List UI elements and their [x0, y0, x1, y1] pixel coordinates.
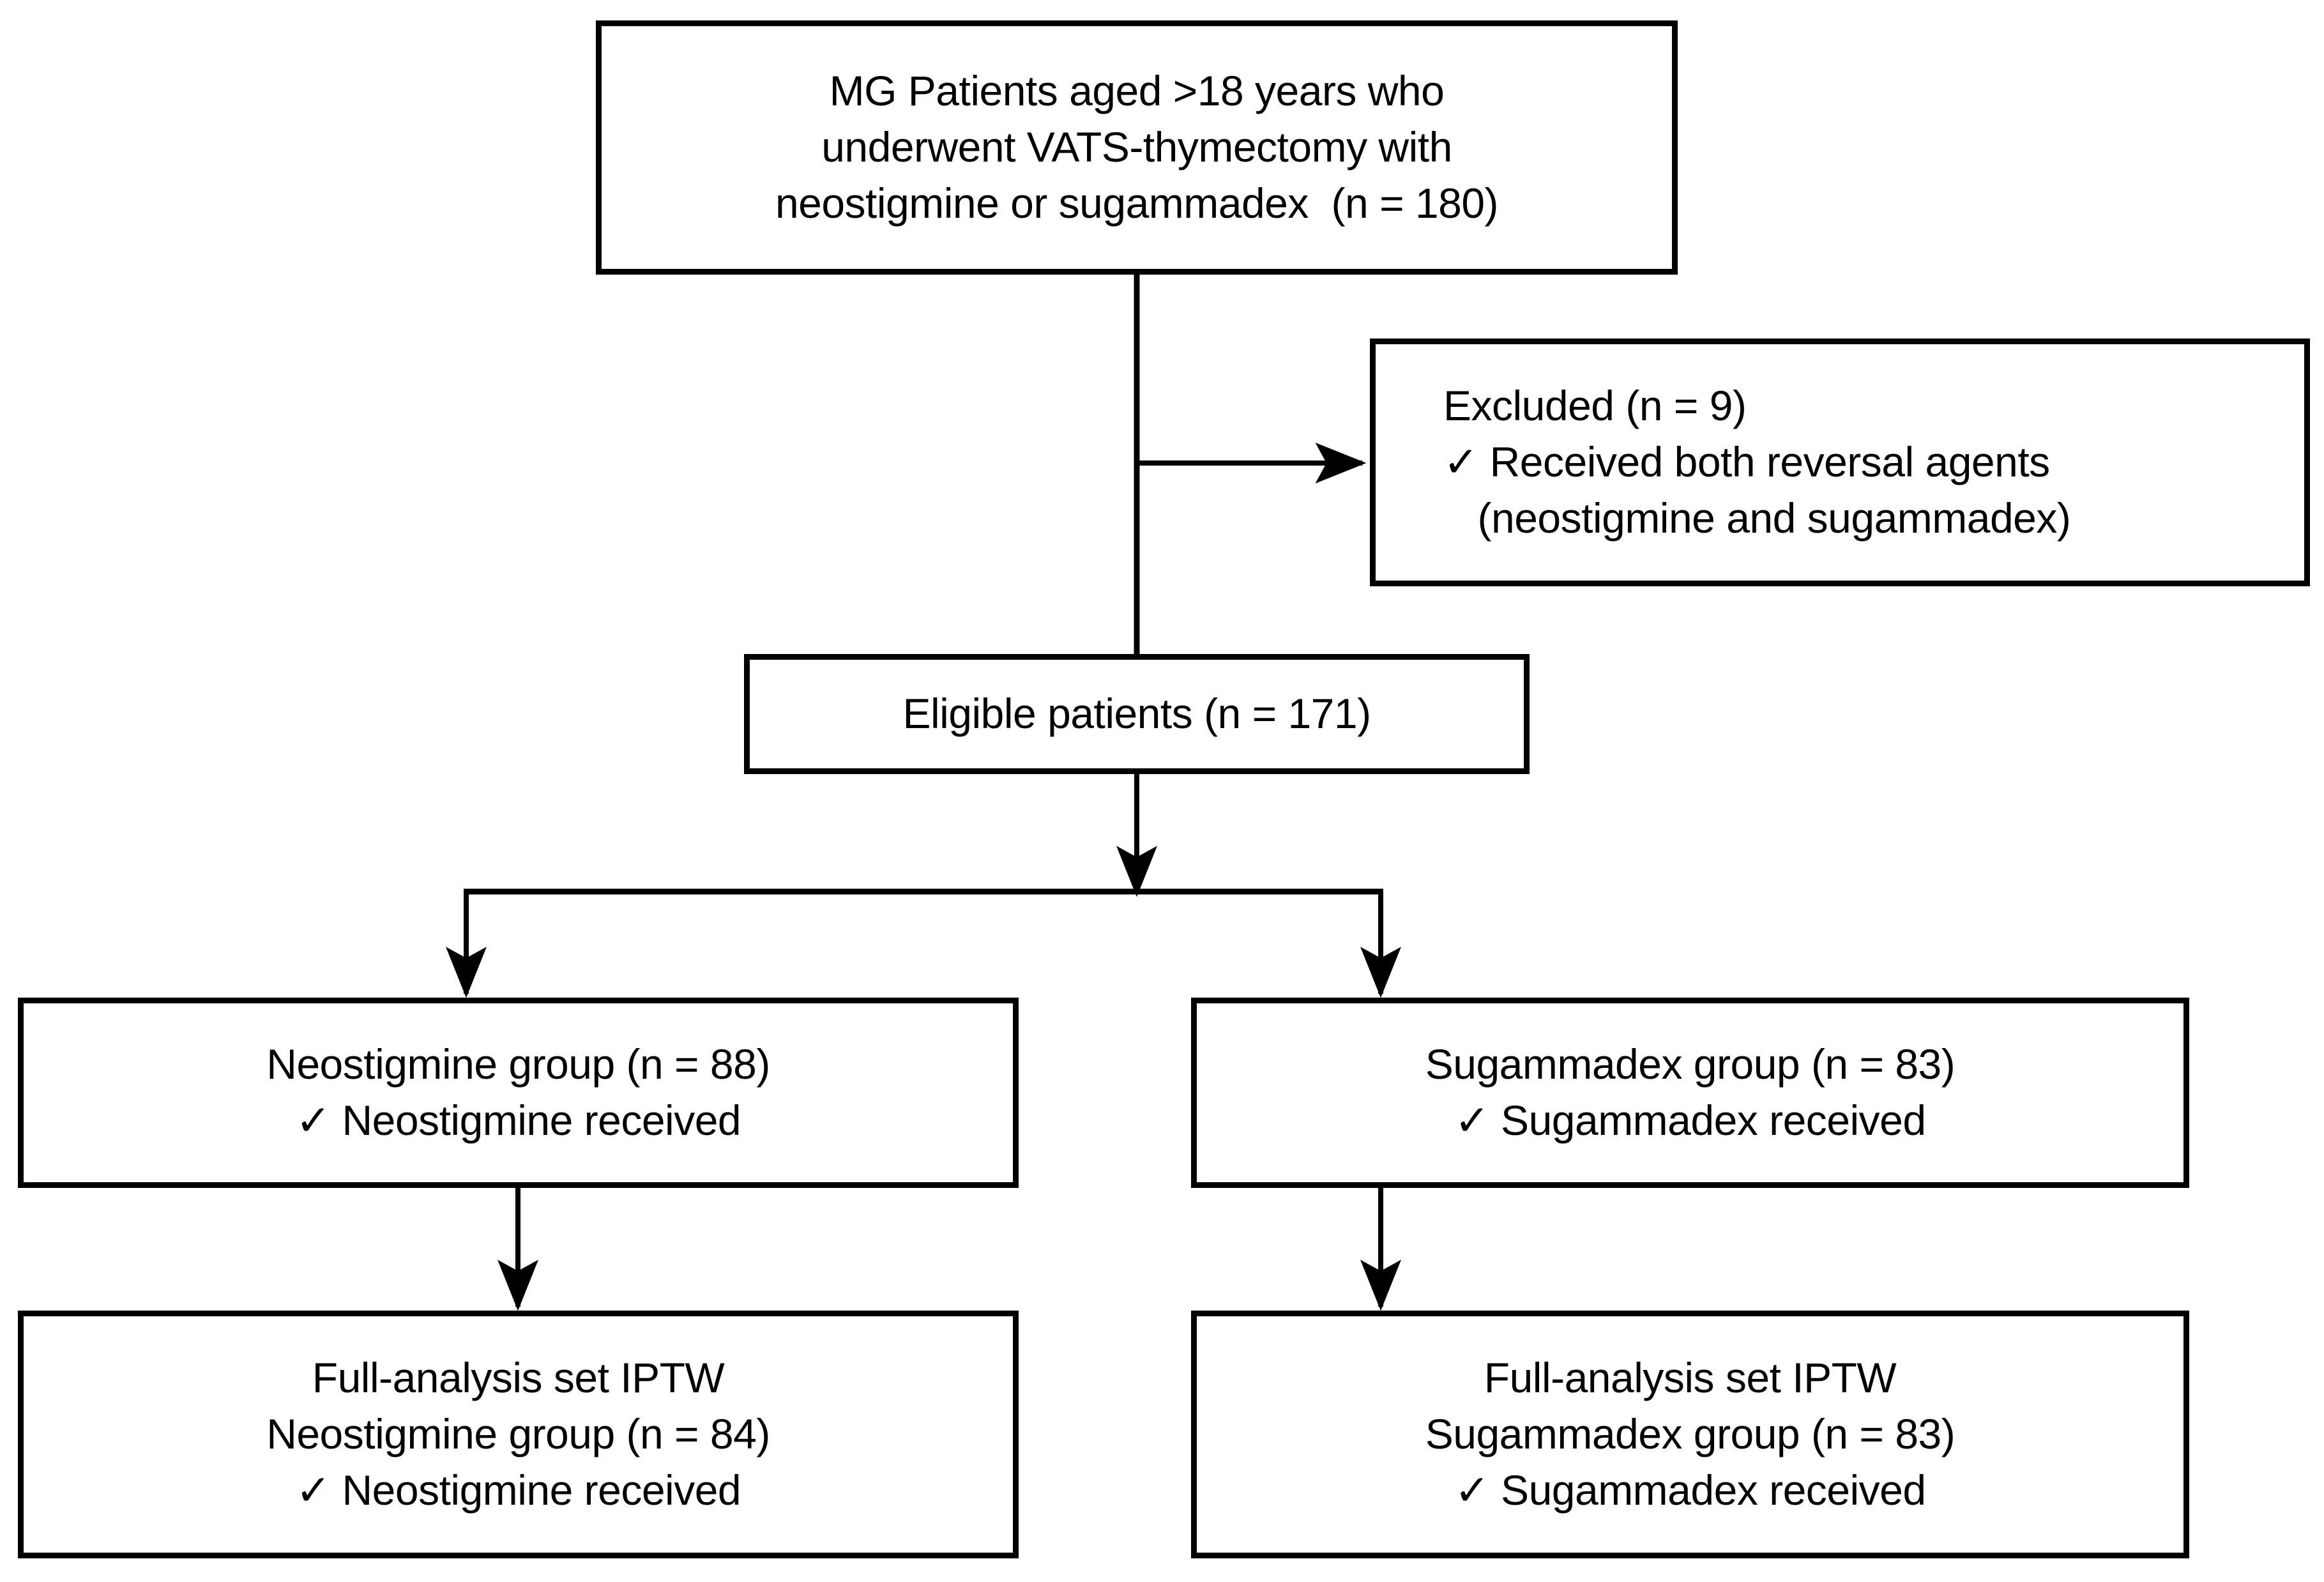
neostigmine-iptw-box: Full-analysis set IPTW Neostigmine group…	[18, 1311, 1019, 1558]
excluded-box: Excluded (n = 9) ✓ Received both reversa…	[1370, 338, 2310, 586]
sugammadex-iptw-line-3-check: ✓ Sugammadex received	[1454, 1466, 1926, 1514]
neostigmine-group-line-1: Neostigmine group (n = 88)	[266, 1040, 770, 1088]
eligible-line-1: Eligible patients (n = 171)	[902, 690, 1371, 738]
neostigmine-iptw-line-1: Full-analysis set IPTW	[312, 1354, 725, 1402]
neostigmine-iptw-line-3-check: ✓ Neostigmine received	[295, 1466, 741, 1514]
excluded-line-3: (neostigmine and sugammadex)	[1443, 494, 2071, 542]
sugammadex-group-line-2-check: ✓ Sugammadex received	[1454, 1097, 1926, 1144]
enrolled-line-1: MG Patients aged >18 years who	[829, 67, 1445, 115]
enrolled-box: MG Patients aged >18 years who underwent…	[596, 20, 1678, 275]
neostigmine-iptw-line-2: Neostigmine group (n = 84)	[266, 1410, 770, 1458]
enrolled-line-3: neostigmine or sugammadex (n = 180)	[775, 179, 1499, 227]
sugammadex-iptw-box: Full-analysis set IPTW Sugammadex group …	[1191, 1311, 2189, 1558]
sugammadex-group-line-1: Sugammadex group (n = 83)	[1425, 1040, 1956, 1088]
sugammadex-iptw-line-1: Full-analysis set IPTW	[1484, 1354, 1897, 1402]
eligible-box: Eligible patients (n = 171)	[744, 654, 1530, 774]
neostigmine-group-box: Neostigmine group (n = 88) ✓ Neostigmine…	[18, 998, 1019, 1188]
enrolled-line-2: underwent VATS-thymectomy with	[821, 123, 1452, 171]
sugammadex-group-box: Sugammadex group (n = 83) ✓ Sugammadex r…	[1191, 998, 2189, 1188]
excluded-line-1: Excluded (n = 9)	[1443, 382, 1747, 430]
sugammadex-iptw-line-2: Sugammadex group (n = 83)	[1425, 1410, 1956, 1458]
excluded-line-2-check: ✓ Received both reversal agents	[1443, 438, 2050, 486]
neostigmine-group-line-2-check: ✓ Neostigmine received	[295, 1097, 741, 1144]
